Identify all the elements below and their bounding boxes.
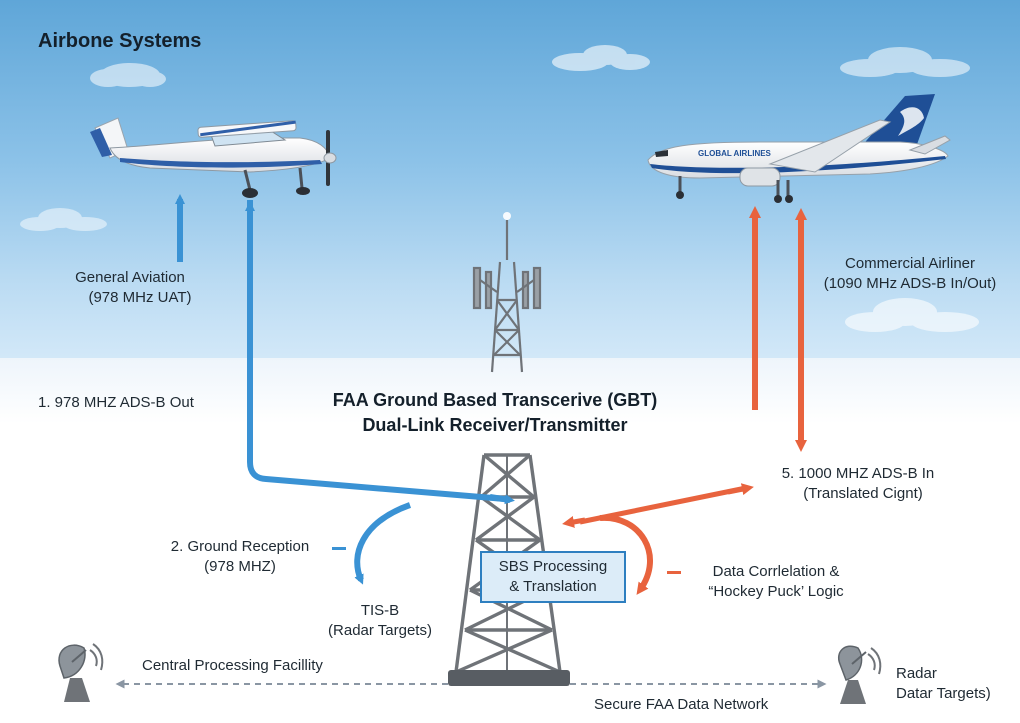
cloud-icon <box>90 63 166 87</box>
step1-label: 1. 978 MHZ ADS-B Out <box>38 394 194 411</box>
tisb-label: TIS-B (Radar Targets) <box>320 601 440 641</box>
tisb-arrow <box>354 502 412 585</box>
sbs-line1: SBS Processing <box>498 558 608 575</box>
step5-subtitle: (Translated Cignt) <box>803 485 923 502</box>
commercial-freq: (1090 MHz ADS-B In/Out) <box>823 275 997 292</box>
step5-title: 5. 1000 MHZ ADS-B In <box>781 465 935 482</box>
tisb-subtitle: (Radar Targets) <box>328 622 432 639</box>
general-aviation-freq: (978 MHz UAT) <box>88 289 192 306</box>
correlation-title: Data Corrlelation & <box>712 563 840 580</box>
radar-dish-icon <box>838 645 882 704</box>
general-aviation-label: General Aviation (978 MHz UAT) <box>55 268 205 308</box>
cloud-icon <box>845 298 979 332</box>
tisb-title: TIS-B <box>360 602 400 619</box>
satellite-dish-icon <box>58 643 104 702</box>
commercial-label: Commercial Airliner (1090 MHz ADS-B In/O… <box>810 254 1010 294</box>
translated-signal-arrow <box>727 483 754 496</box>
step5-label: 5. 1000 MHZ ADS-B In (Translated Cignt) <box>758 464 958 504</box>
sbs-line2: & Translation <box>509 578 597 595</box>
commercial-name: Commercial Airliner <box>844 255 976 272</box>
step2-label: 2. Ground Reception (978 MHZ) <box>150 537 330 577</box>
page-title: Airbone Systems <box>38 30 202 52</box>
lattice-tower-icon <box>454 453 562 674</box>
airline-name: GLOBAL AIRLINES <box>698 149 771 158</box>
tower-base <box>448 670 570 686</box>
cloud-icon <box>552 45 650 71</box>
central-processing-label: Central Processing Facillity <box>142 657 323 674</box>
cessna-icon <box>90 117 337 198</box>
general-aviation-name: General Aviation <box>75 269 185 286</box>
correlation-arrow <box>599 514 653 595</box>
correlation-dash <box>667 571 681 574</box>
radar-title: Radar <box>896 665 937 682</box>
cloud-icon <box>840 47 970 77</box>
gbt-label: FAA Ground Based Transcerive (GBT) Dual-… <box>300 388 690 438</box>
translated-signal-arrow-left <box>562 516 586 528</box>
sbs-processing-box: SBS Processing & Translation <box>480 551 626 603</box>
radar-subtitle: Datar Targets) <box>896 685 991 702</box>
beacon-light <box>503 212 511 220</box>
gbt-subtitle: Dual-Link Receiver/Transmitter <box>362 415 628 435</box>
step2-freq: (978 MHZ) <box>204 558 276 575</box>
radar-label: Radar Datar Targets) <box>896 664 991 704</box>
airliner-icon <box>647 94 951 203</box>
correlation-subtitle: “Hockey Puck’ Logic <box>708 583 844 600</box>
cloud-icon <box>20 208 107 231</box>
sky-background <box>0 0 1020 358</box>
network-label: Secure FAA Data Network <box>594 696 769 713</box>
step2-dash <box>332 547 346 550</box>
step2-title: 2. Ground Reception <box>170 538 310 555</box>
correlation-label: Data Corrlelation & “Hockey Puck’ Logic <box>686 562 866 602</box>
cell-tower-icon <box>472 220 542 373</box>
gbt-title: FAA Ground Based Transcerive (GBT) <box>332 390 658 410</box>
adsb-out-path <box>247 200 506 502</box>
adsb-out-arrow-tower <box>489 494 515 505</box>
